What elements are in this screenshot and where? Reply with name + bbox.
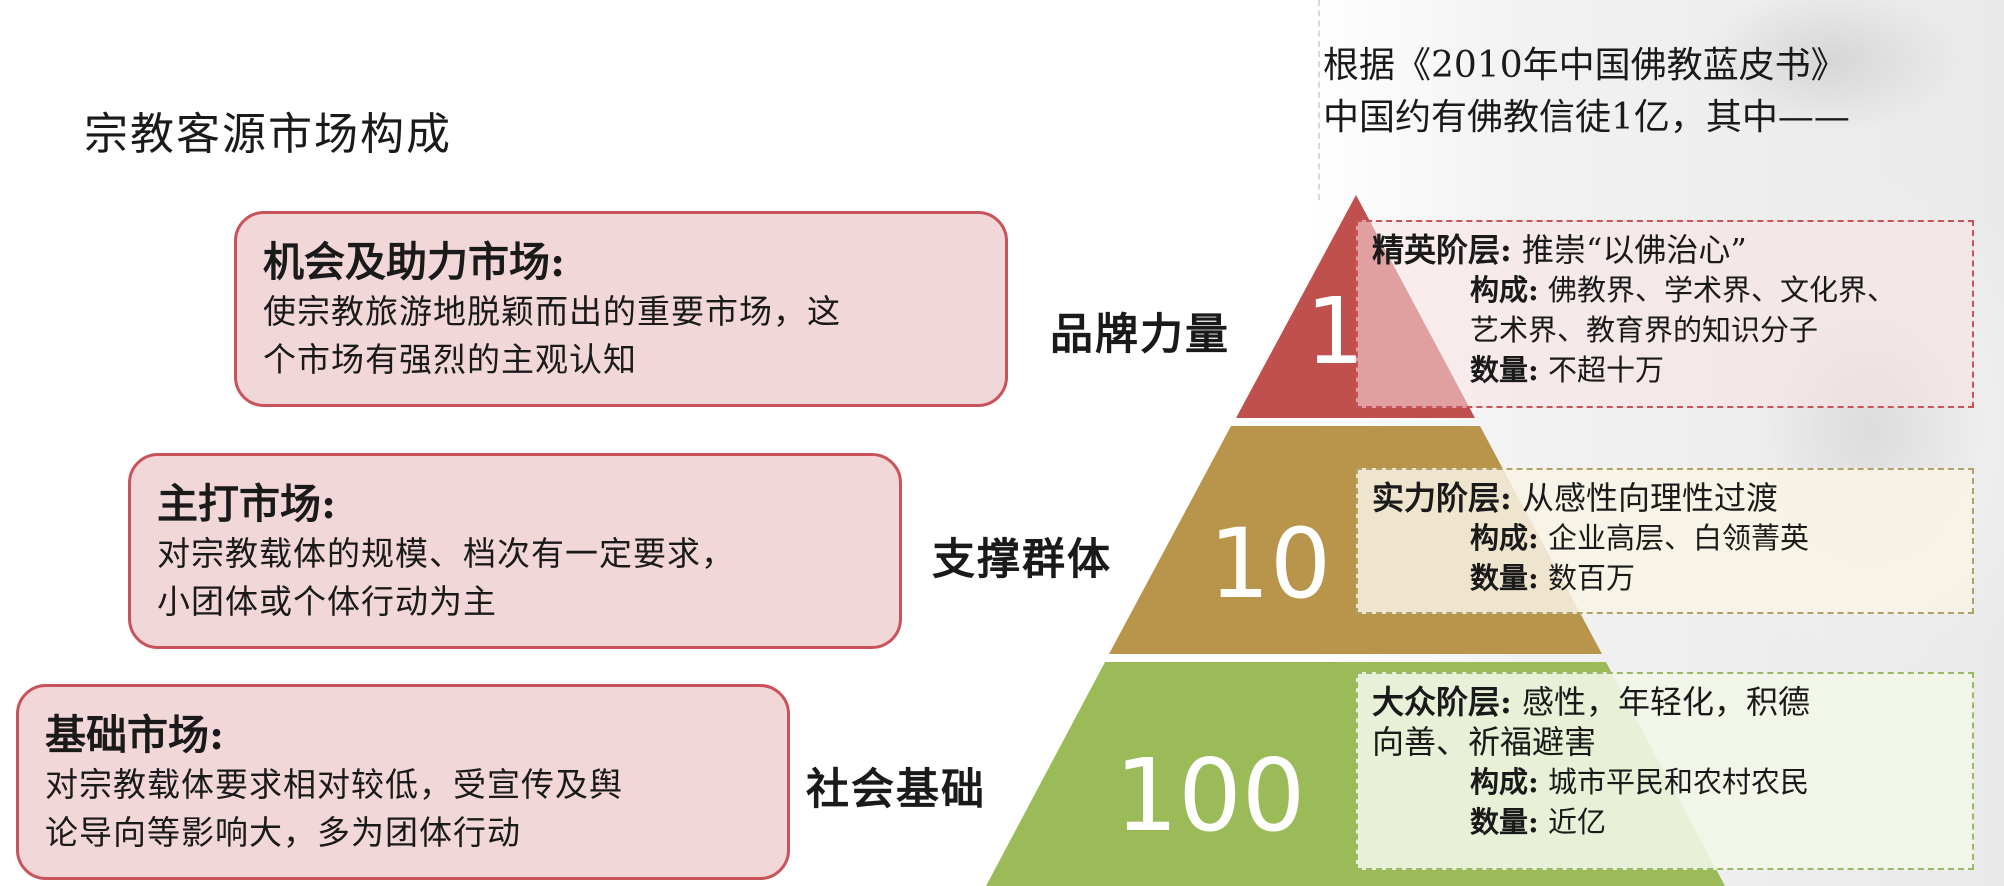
info-composition: 构成: 城市平民和农村农民	[1372, 762, 1958, 802]
info-head-text: 推崇“以佛治心”	[1522, 231, 1747, 269]
market-desc-line: 对宗教载体要求相对较低，受宣传及舆	[45, 765, 623, 804]
info-head-text: 感性，年轻化，积德	[1522, 683, 1811, 721]
market-desc-line: 对宗教载体的规模、档次有一定要求，	[157, 534, 735, 573]
source-note-line-1: 根据《2010年中国佛教蓝皮书》	[1323, 45, 1847, 86]
source-note-line-2: 中国约有佛教信徒1亿，其中——	[1323, 97, 1850, 138]
info-head: 精英阶层: 推崇“以佛治心”	[1372, 230, 1958, 270]
info-head-label: 精英阶层:	[1372, 231, 1512, 269]
info-composition-label: 构成:	[1470, 521, 1539, 555]
info-composition-text: 佛教界、学术界、文化界、	[1547, 273, 1896, 307]
info-quantity-text: 不超十万	[1547, 353, 1664, 387]
info-head-label: 大众阶层:	[1372, 683, 1512, 721]
market-box-opportunity: 机会及助力市场: 使宗教旅游地脱颖而出的重要市场，这 个市场有强烈的主观认知	[234, 211, 1008, 407]
info-head-cont: 向善、祈福避害	[1372, 723, 1597, 761]
tier-number-top: 1	[1305, 278, 1365, 385]
market-desc-line: 个市场有强烈的主观认知	[263, 340, 637, 379]
info-quantity-label: 数量:	[1470, 561, 1539, 595]
market-desc-line: 使宗教旅游地脱颖而出的重要市场，这	[263, 292, 841, 331]
info-box-elite: 精英阶层: 推崇“以佛治心” 构成: 佛教界、学术界、文化界、 艺术界、教育界的…	[1356, 220, 1974, 408]
info-quantity: 数量: 不超十万	[1372, 350, 1958, 390]
info-composition: 构成: 企业高层、白领菁英	[1372, 518, 1958, 558]
info-head: 实力阶层: 从感性向理性过渡	[1372, 478, 1958, 518]
info-quantity-text: 数百万	[1547, 561, 1635, 595]
info-head: 大众阶层: 感性，年轻化，积德	[1372, 682, 1958, 722]
info-quantity: 数量: 近亿	[1372, 802, 1958, 842]
market-box-main: 主打市场: 对宗教载体的规模、档次有一定要求， 小团体或个体行动为主	[128, 453, 902, 649]
info-quantity-label: 数量:	[1470, 805, 1539, 839]
info-composition-text: 城市平民和农村农民	[1547, 765, 1809, 799]
tier-label-social: 社会基础	[806, 765, 986, 815]
info-composition: 构成: 佛教界、学术界、文化界、	[1372, 270, 1958, 310]
info-box-mass: 大众阶层: 感性，年轻化，积德 向善、祈福避害 构成: 城市平民和农村农民 数量…	[1356, 672, 1974, 870]
source-note: 根据《2010年中国佛教蓝皮书》 中国约有佛教信徒1亿，其中——	[1323, 40, 1850, 144]
info-box-strength: 实力阶层: 从感性向理性过渡 构成: 企业高层、白领菁英 数量: 数百万	[1356, 468, 1974, 614]
info-composition-label: 构成:	[1470, 273, 1539, 307]
info-head-label: 实力阶层:	[1372, 479, 1512, 517]
market-title: 主打市场:	[157, 480, 337, 528]
info-composition-label: 构成:	[1470, 765, 1539, 799]
info-composition-text: 企业高层、白领菁英	[1547, 521, 1809, 555]
market-title: 基础市场:	[45, 711, 225, 759]
market-title: 机会及助力市场:	[263, 238, 566, 286]
info-quantity-text: 近亿	[1547, 805, 1606, 839]
market-desc-line: 小团体或个体行动为主	[157, 582, 497, 621]
info-quantity: 数量: 数百万	[1372, 558, 1958, 598]
info-head-text: 从感性向理性过渡	[1522, 479, 1779, 517]
tier-label-support: 支撑群体	[932, 535, 1112, 585]
info-quantity-label: 数量:	[1470, 353, 1539, 387]
info-composition-cont: 艺术界、教育界的知识分子	[1470, 313, 1819, 347]
tier-number-middle: 10	[1208, 508, 1332, 620]
page-title: 宗教客源市场构成	[84, 109, 452, 160]
tier-number-bottom: 100	[1114, 737, 1306, 854]
tier-label-brand: 品牌力量	[1050, 310, 1230, 360]
background-torn-edge	[1318, 0, 1330, 200]
market-box-basic: 基础市场: 对宗教载体要求相对较低，受宣传及舆 论导向等影响大，多为团体行动	[16, 684, 790, 880]
market-desc-line: 论导向等影响大，多为团体行动	[45, 813, 521, 852]
